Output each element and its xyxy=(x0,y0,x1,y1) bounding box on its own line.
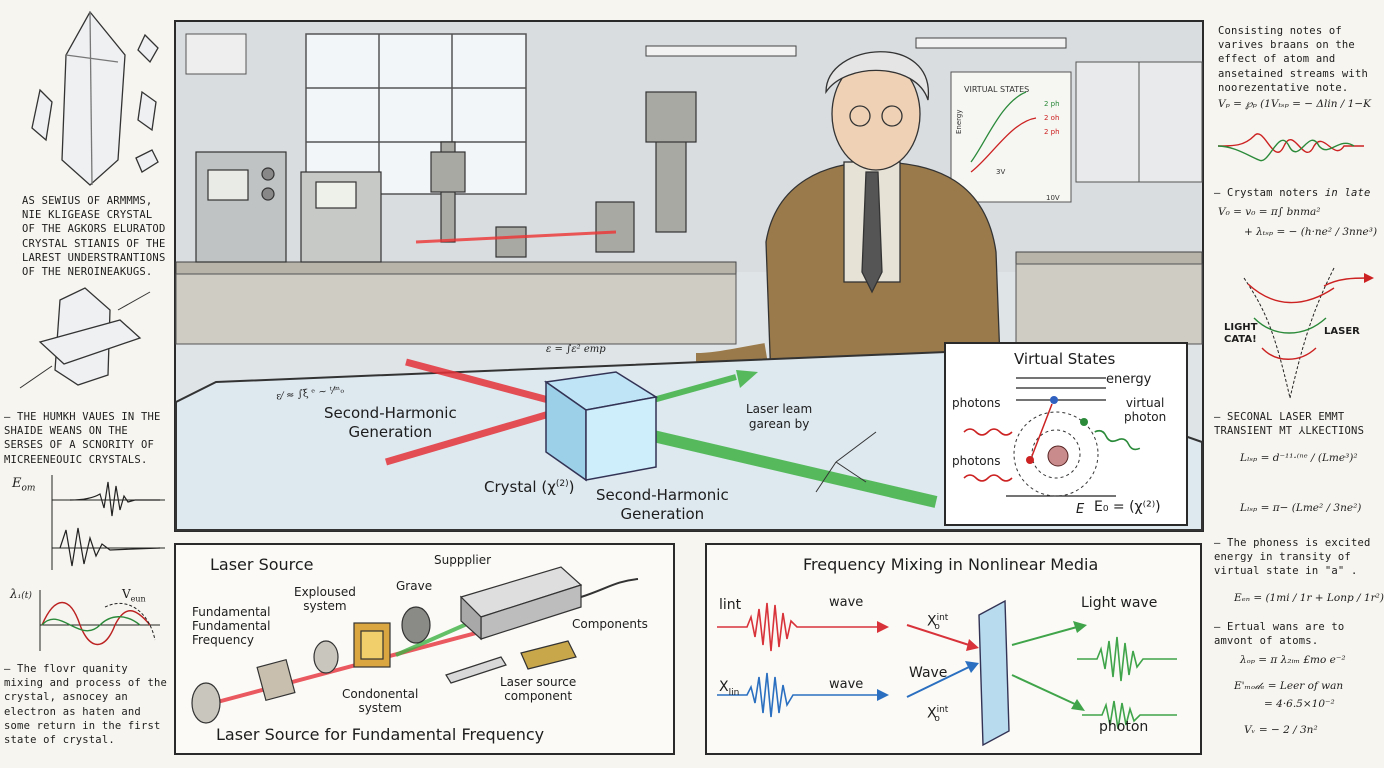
bench-optics xyxy=(430,91,697,258)
right-wave-2 xyxy=(1243,267,1374,399)
graph-2-label: λ₁(t) xyxy=(10,587,32,601)
grave-label: Grave xyxy=(396,579,433,593)
components-label: Components xyxy=(572,617,648,631)
graph-1: Eom xyxy=(10,470,170,580)
laser-tag: LASER xyxy=(1324,326,1360,337)
right-eq-8b: = 4·6.5×10⁻² xyxy=(1264,698,1335,710)
laser-source-diagram xyxy=(191,566,639,724)
vs-virtual-photon: virtual photon xyxy=(1124,396,1167,424)
graph-1-label: Eom xyxy=(12,476,36,494)
nucleus xyxy=(1047,445,1069,467)
right-eq-3: + λₜₛₚ = − (h·ne² / 3nne³) xyxy=(1244,226,1378,238)
supplier-label: Suppplier xyxy=(434,553,492,567)
crystal-small-3 xyxy=(137,90,157,132)
wall-chart-l3: 2 ph xyxy=(1044,128,1060,136)
vs-equation: E₀ = (χ⁽²⁾) xyxy=(1094,499,1161,515)
laser-component-label: Laser source component xyxy=(500,675,577,703)
nonlinear-medium xyxy=(978,599,1010,747)
wall-chart-t1: 3V xyxy=(996,168,1005,176)
right-eq-1: Vₚ = ℘ₚ (1Vₜₛₚ = − Δlin / 1−K xyxy=(1218,98,1372,110)
fm-light-wave: Light wave xyxy=(1081,595,1158,611)
condonental-system-label: Condonental system xyxy=(342,687,419,715)
fm-wave-top: wave xyxy=(829,595,864,610)
left-note-2: – THE HUMKH VAUES IN THE SHAIDE WEANS ON… xyxy=(4,411,161,466)
wall-chart-t2: 10V xyxy=(1046,194,1060,202)
explosed-system-label: Exploused system xyxy=(294,585,356,613)
crystal-small-1 xyxy=(137,33,159,64)
wall-chart-ylabel: Energy xyxy=(955,109,963,134)
right-eq-9: Vᵥ = − 2 / 3n² xyxy=(1244,724,1318,736)
right-note-3: – SECONAL LASER EMMT TRANSIENT MT ⅄LKECT… xyxy=(1214,411,1365,438)
fm-xlin: Xlin xyxy=(719,679,740,698)
crystal-sketches xyxy=(31,10,159,186)
right-column: Consisting notes of varives braans on th… xyxy=(1204,0,1384,768)
main-lab-scene: VIRTUAL STATES Energy 2 ph 2 oh 2 ph 3V … xyxy=(174,20,1204,532)
crystal-cube xyxy=(544,371,659,482)
oscilloscope xyxy=(195,151,382,263)
wall-chart-l1: 2 ph xyxy=(1044,100,1060,108)
left-note-3: – The flovr quanity mixing and process o… xyxy=(4,663,168,746)
wall-chart xyxy=(950,71,1072,203)
frequency-mixing-diagram xyxy=(717,599,1177,747)
laser-source-caption: Laser Source for Fundamental Frequency xyxy=(216,725,545,744)
twin-crystal-sketch xyxy=(19,287,151,389)
graph-2: λ₁(t) Veun xyxy=(10,585,170,655)
fm-x0-top: Xinto xyxy=(927,613,949,633)
crystal-large xyxy=(61,10,126,186)
right-wave-1 xyxy=(1217,133,1364,162)
vs-e: E xyxy=(1076,502,1085,517)
vs-photons-top: photons xyxy=(952,396,1001,410)
graph-2-tag: Veun xyxy=(122,587,146,604)
left-note-1: AS SEWIUS OF ARMMMS, NIE KLIGEASE CRYSTA… xyxy=(22,195,166,278)
right-eq-4: Lₗₛₚ = d⁻¹¹·⁽ⁿᵉ / (Lme³)² xyxy=(1240,452,1358,464)
fm-lint: lint xyxy=(719,597,742,613)
right-eq-2: V₀ = v₀ = π∫ bnma² xyxy=(1218,206,1321,218)
wall-chart-l2: 2 oh xyxy=(1044,114,1059,122)
table-formula: ε = ∫ε² emp xyxy=(546,344,606,355)
laser-source-panel: Laser Source Suppplier Grave Exploused s… xyxy=(174,543,675,755)
virtual-states-title: Virtual States xyxy=(1014,350,1116,368)
laser-source-title: Laser Source xyxy=(210,555,314,574)
right-note-2: – Crystam noters in late xyxy=(1214,187,1371,199)
shg-label-right: Second-Harmonic Generation xyxy=(596,486,729,523)
right-eq-7: λₒₚ = π λ₂ᵢₘ £mo e⁻² xyxy=(1240,654,1346,666)
right-eq-6: Eₑₙ = (1mi / 1r + Lonp / 1r²) xyxy=(1234,592,1384,604)
laser-beams xyxy=(385,358,938,508)
right-note-5: – Ertual wans are to amvont of atoms. xyxy=(1214,621,1345,648)
crystal-small-4 xyxy=(135,149,159,173)
window xyxy=(305,33,527,195)
fm-x0-bottom: Xinto xyxy=(927,705,949,725)
fundamental-label: Fundamental Fundamental Frequency xyxy=(192,605,271,647)
vs-photons-bottom: photons xyxy=(952,454,1001,468)
right-note-1: Consisting notes of varives braans on th… xyxy=(1218,25,1368,94)
vs-energy: energy xyxy=(1106,372,1152,387)
fm-photon: photon xyxy=(1099,719,1149,735)
fm-wave-bottom: wave xyxy=(829,677,864,692)
shg-label-left: Second-Harmonic Generation xyxy=(324,404,457,441)
laser-beam-label: Laser leam garean by xyxy=(746,402,813,431)
left-column: AS SEWIUS OF ARMMMS, NIE KLIGEASE CRYSTA… xyxy=(0,0,172,768)
light-cata-label: LIGHT CATA! xyxy=(1224,322,1258,345)
fm-wave-mid: Wave xyxy=(909,665,948,681)
wall-chart-title: VIRTUAL STATES xyxy=(964,85,1029,94)
crystal-label: Crystal (χ(2)) xyxy=(484,478,575,496)
frequency-mixing-panel: Frequency Mixing in Nonlinear Media lint… xyxy=(705,543,1202,755)
right-eq-8a: E'ₘₒ𝒹ₑ = Leer of wan xyxy=(1234,680,1344,692)
crystal-small-2 xyxy=(31,88,53,142)
lab-illustration: VIRTUAL STATES Energy 2 ph 2 oh 2 ph 3V … xyxy=(175,22,1203,531)
virtual-states-inset: Virtual States energy photons photons vi… xyxy=(944,342,1188,526)
right-eq-5: Lₗₛₚ = π− (Lme² / 3ne²) xyxy=(1240,502,1362,514)
right-note-4: – The phoness is excited energy in trans… xyxy=(1214,537,1371,578)
frequency-mixing-title: Frequency Mixing in Nonlinear Media xyxy=(803,555,1099,574)
